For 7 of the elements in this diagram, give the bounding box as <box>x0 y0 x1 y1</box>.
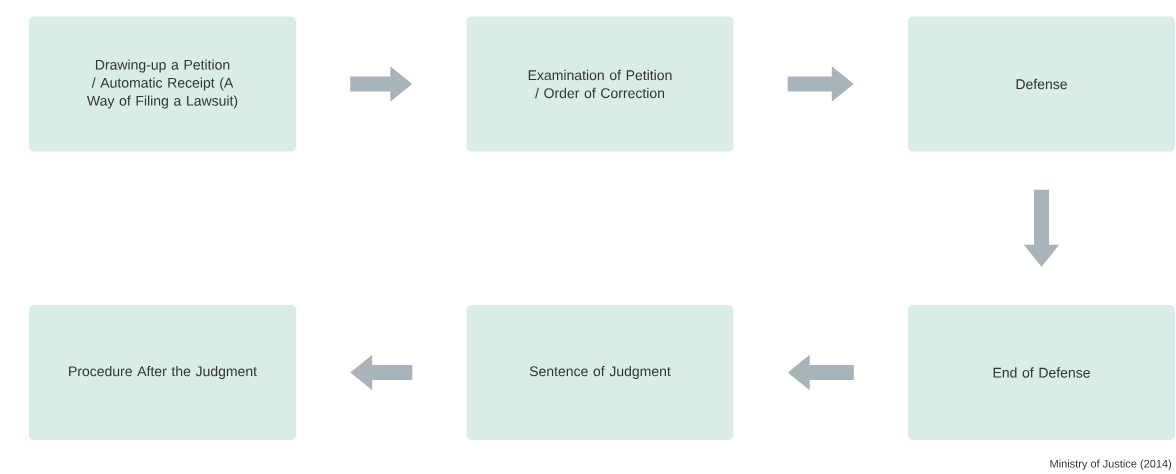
source-note: Ministry of Justice (2014) <box>1050 459 1172 470</box>
process-box: Procedure After the Judgment <box>29 305 296 440</box>
process-box: Sentence of Judgment <box>466 305 734 440</box>
process-box: End of Defense <box>908 305 1175 440</box>
process-box: Drawing-up a Petition / Automatic Receipt (A Way of Filing a Lawsuit) <box>29 16 296 152</box>
process-box: Examination of Petition / Order of Correction <box>466 16 734 152</box>
process-box: Defense <box>908 16 1175 152</box>
